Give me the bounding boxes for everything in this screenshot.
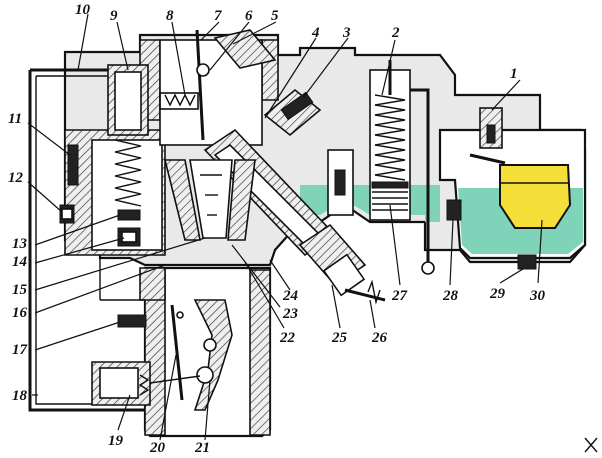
label-27: 27 xyxy=(391,288,408,304)
label-1: 1 xyxy=(510,66,518,82)
label-28: 28 xyxy=(442,288,459,304)
label-4: 4 xyxy=(311,25,320,41)
tools-icon xyxy=(584,437,598,453)
label-23: 23 xyxy=(282,306,299,322)
label-26: 26 xyxy=(371,330,388,346)
label-20: 20 xyxy=(149,440,166,456)
label-24: 24 xyxy=(282,288,299,304)
float xyxy=(499,164,572,229)
throttle-body xyxy=(91,266,272,438)
label-5: 5 xyxy=(271,8,279,24)
label-19: 19 xyxy=(108,433,124,449)
label-10: 10 xyxy=(75,2,91,18)
leader-lines xyxy=(27,13,543,441)
label-2: 2 xyxy=(391,25,400,41)
label-21: 21 xyxy=(194,440,210,456)
accelerator-pump xyxy=(327,60,435,275)
label-14: 14 xyxy=(12,254,28,270)
label-7: 7 xyxy=(214,8,222,24)
label-29: 29 xyxy=(489,286,506,302)
economizer xyxy=(59,64,149,247)
label-25: 25 xyxy=(331,330,348,346)
label-22: 22 xyxy=(279,330,296,346)
label-16: 16 xyxy=(12,305,28,321)
label-8: 8 xyxy=(166,8,174,24)
label-30: 30 xyxy=(529,288,546,304)
part-labels: 1 2 3 4 5 6 7 8 9 10 11 12 13 14 15 16 1… xyxy=(8,2,546,456)
venturi xyxy=(163,159,256,241)
label-13: 13 xyxy=(12,236,28,252)
choke xyxy=(159,29,277,141)
label-15: 15 xyxy=(12,282,28,298)
label-3: 3 xyxy=(342,25,351,41)
label-18: 18 xyxy=(12,388,28,404)
label-9: 9 xyxy=(110,8,118,24)
label-6: 6 xyxy=(245,8,253,24)
label-17: 17 xyxy=(12,342,28,358)
label-12: 12 xyxy=(8,170,24,186)
label-11: 11 xyxy=(8,111,22,127)
